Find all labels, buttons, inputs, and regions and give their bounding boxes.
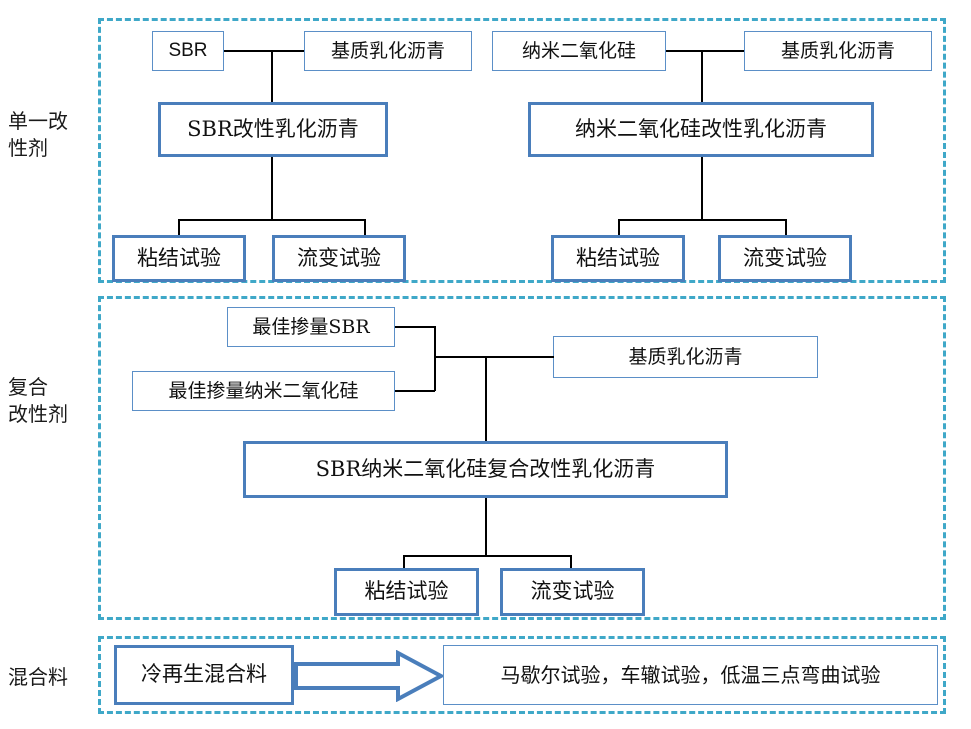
right-block-arrow xyxy=(294,650,444,702)
section-mixture-frame xyxy=(98,636,946,714)
connector-h-composite-tests xyxy=(403,555,571,557)
connector-h-tests-left xyxy=(178,219,365,221)
row-label-composite-modifier: 复合 改性剂 xyxy=(8,375,68,426)
node-sbr-input: SBR xyxy=(152,31,224,71)
connector-v-bracket-composite-inputs xyxy=(434,326,436,391)
node-sbr-modified-emulsified-asphalt: SBR改性乳化沥青 xyxy=(158,102,388,157)
connector-h-composite-to-base xyxy=(434,356,554,358)
connector-v-test-rheology-right xyxy=(785,219,787,236)
node-optimal-sbr-input: 最佳掺量SBR xyxy=(227,307,395,347)
connector-v-product-left-down xyxy=(271,157,273,220)
node-nano-silica-modified-emulsified-asphalt: 纳米二氧化硅改性乳化沥青 xyxy=(528,102,874,157)
node-test-bond-right: 粘结试验 xyxy=(551,235,685,282)
node-test-bond-left: 粘结试验 xyxy=(112,235,246,282)
connector-h-optimal-nano xyxy=(395,390,435,392)
connector-v-test-bond-right xyxy=(618,219,620,236)
node-optimal-nano-silica-input: 最佳掺量纳米二氧化硅 xyxy=(132,371,395,411)
connector-v-composite-test-bond xyxy=(403,555,405,569)
connector-v-composite-test-rheology xyxy=(570,555,572,569)
connector-v-nano-product xyxy=(701,50,703,102)
node-base-emulsified-asphalt-left: 基质乳化沥青 xyxy=(304,31,472,71)
section-composite-modifier-frame xyxy=(98,296,946,620)
node-test-rheology-left: 流变试验 xyxy=(272,235,406,282)
connector-v-composite-product-down xyxy=(485,498,487,556)
connector-v-composite-to-product xyxy=(485,356,487,441)
node-test-rheology-right: 流变试验 xyxy=(718,235,852,282)
connector-h-optimal-sbr xyxy=(395,326,435,328)
connector-v-test-rheology-left xyxy=(364,219,366,236)
node-base-emulsified-asphalt-right: 基质乳化沥青 xyxy=(744,31,932,71)
node-composite-test-bond: 粘结试验 xyxy=(334,568,479,616)
row-label-mixture: 混合料 xyxy=(8,665,68,689)
connector-v-sbr-product xyxy=(271,50,273,102)
section-single-modifier-frame xyxy=(98,18,946,283)
node-base-emulsified-asphalt-composite: 基质乳化沥青 xyxy=(553,336,818,378)
connector-v-test-bond-left xyxy=(178,219,180,236)
connector-h-tests-right xyxy=(618,219,786,221)
connector-v-product-right-down xyxy=(701,157,703,220)
row-label-single-modifier: 单一改 性剂 xyxy=(8,109,68,160)
node-mixture-tests: 马歇尔试验，车辙试验，低温三点弯曲试验 xyxy=(443,645,938,705)
node-composite-test-rheology: 流变试验 xyxy=(500,568,645,616)
connector-h-nano-to-base xyxy=(666,50,744,52)
node-nano-silica-input: 纳米二氧化硅 xyxy=(492,31,666,71)
connector-h-sbr-to-base xyxy=(224,50,304,52)
node-cold-recycled-mixture: 冷再生混合料 xyxy=(114,645,294,705)
node-composite-modified-emulsified-asphalt: SBR纳米二氧化硅复合改性乳化沥青 xyxy=(243,441,728,498)
